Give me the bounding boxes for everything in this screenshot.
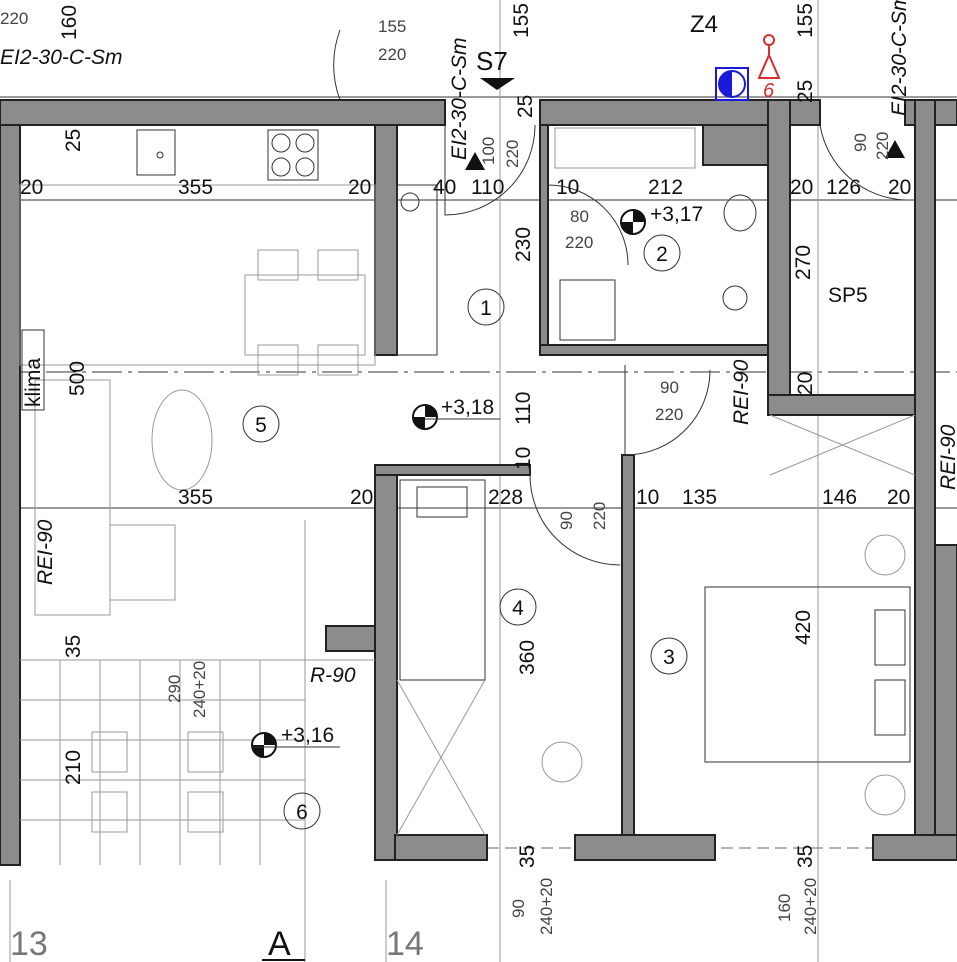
svg-text:420: 420: [792, 610, 815, 645]
section-a: A: [268, 925, 291, 962]
svg-text:270: 270: [792, 245, 815, 280]
grid-axis-labels: 13 14 A: [10, 925, 424, 962]
svg-text:220: 220: [590, 502, 609, 530]
svg-text:155: 155: [794, 3, 817, 38]
svg-text:+3,18: +3,18: [441, 396, 494, 419]
accessible-icon-number: 6: [763, 80, 775, 102]
svg-text:360: 360: [516, 640, 539, 675]
blue-half-circle-icon: [719, 71, 732, 97]
svg-text:35: 35: [516, 845, 539, 868]
svg-text:500: 500: [66, 361, 89, 396]
svg-text:146: 146: [822, 486, 857, 509]
svg-text:230: 230: [512, 227, 535, 262]
svg-text:135: 135: [682, 486, 717, 509]
room-2: 2: [656, 243, 668, 266]
svg-text:EI2-30-C-Sm: EI2-30-C-Sm: [448, 37, 471, 160]
klima-label: klima: [22, 358, 45, 407]
svg-text:25: 25: [794, 80, 817, 103]
svg-text:90: 90: [509, 899, 528, 918]
svg-text:EI2-30-C-Sm: EI2-30-C-Sm: [0, 46, 123, 69]
svg-text:20: 20: [790, 176, 813, 199]
svg-text:90: 90: [660, 378, 679, 397]
svg-text:212: 212: [648, 176, 683, 199]
svg-text:25: 25: [62, 129, 85, 152]
svg-text:35: 35: [62, 635, 85, 658]
svg-text:25: 25: [514, 95, 537, 118]
svg-text:240+20: 240+20: [537, 878, 556, 935]
level-marker-icon: [885, 140, 905, 158]
svg-text:240+20: 240+20: [190, 661, 209, 718]
room-3: 3: [663, 646, 675, 669]
rug: [151, 389, 213, 491]
svg-text:220: 220: [503, 140, 522, 168]
sink-icon: [136, 129, 176, 176]
svg-text:220: 220: [873, 132, 892, 160]
grid-14: 14: [386, 925, 424, 962]
zone-label: Z4: [690, 11, 718, 38]
elevation-marker: +3,18: [412, 396, 500, 430]
stair-arrow-icon: [480, 78, 515, 90]
grid-13: 13: [10, 925, 48, 962]
walls: [0, 99, 957, 866]
svg-text:155: 155: [510, 3, 533, 38]
svg-text:110: 110: [512, 392, 535, 425]
svg-text:355: 355: [178, 486, 213, 509]
elevation-marker: +3,17: [620, 203, 703, 235]
svg-text:10: 10: [512, 447, 535, 470]
stair-label: S7: [476, 46, 508, 76]
svg-text:220: 220: [378, 45, 406, 64]
svg-text:R-90: R-90: [310, 664, 356, 687]
svg-text:REI-90: REI-90: [730, 359, 753, 425]
svg-text:+3,16: +3,16: [281, 724, 334, 747]
svg-text:40: 40: [433, 176, 456, 199]
svg-text:126: 126: [826, 176, 861, 199]
svg-text:20: 20: [887, 486, 910, 509]
svg-text:355: 355: [178, 176, 213, 199]
svg-text:20: 20: [888, 176, 911, 199]
room-6: 6: [296, 801, 308, 824]
svg-text:20: 20: [20, 176, 43, 199]
room-1: 1: [480, 297, 492, 320]
elevation-marker: +3,16: [251, 724, 340, 758]
svg-text:220: 220: [565, 233, 593, 252]
svg-text:90: 90: [557, 511, 576, 530]
svg-text:80: 80: [570, 207, 589, 226]
level-marker-icon: [465, 152, 485, 170]
svg-text:160: 160: [775, 894, 794, 922]
svg-text:160: 160: [58, 5, 81, 40]
svg-text:210: 210: [62, 750, 85, 785]
room-4: 4: [512, 597, 524, 620]
svg-text:90: 90: [851, 133, 870, 152]
svg-text:228: 228: [488, 486, 523, 509]
blue-symbol-icon: [715, 67, 749, 101]
svg-text:20: 20: [350, 486, 373, 509]
svg-text:20: 20: [794, 372, 817, 395]
svg-text:10: 10: [636, 486, 659, 509]
svg-text:+3,17: +3,17: [650, 203, 703, 226]
svg-text:220: 220: [0, 9, 28, 28]
accessible-toilet-icon: [757, 34, 781, 79]
fire-ratings: EI2-30-C-Sm EI2-30-C-Sm EI2-30-C-Sm REI-…: [0, 0, 957, 687]
svg-text:155: 155: [378, 17, 406, 36]
svg-text:110: 110: [471, 176, 504, 199]
svg-text:REI-90: REI-90: [937, 424, 957, 490]
svg-text:240+20: 240+20: [801, 878, 820, 935]
dimension-labels: 220 160 155 220 155 155 25 25 25 100 220…: [0, 3, 911, 935]
furniture: [19, 127, 916, 865]
cooktop-icon: [267, 129, 319, 181]
door-swings: [333, 29, 906, 566]
svg-text:100: 100: [479, 137, 498, 165]
storage-label: SP5: [828, 284, 868, 307]
svg-text:10: 10: [556, 176, 579, 199]
svg-text:REI-90: REI-90: [34, 519, 57, 585]
svg-text:35: 35: [794, 845, 817, 868]
svg-text:20: 20: [348, 176, 371, 199]
room-labels: 1 2 3 4 5 6: [242, 234, 688, 830]
svg-text:220: 220: [655, 405, 683, 424]
svg-text:EI2-30-C-Sm: EI2-30-C-Sm: [888, 0, 911, 116]
room-5: 5: [255, 414, 267, 437]
svg-text:290: 290: [165, 675, 184, 703]
